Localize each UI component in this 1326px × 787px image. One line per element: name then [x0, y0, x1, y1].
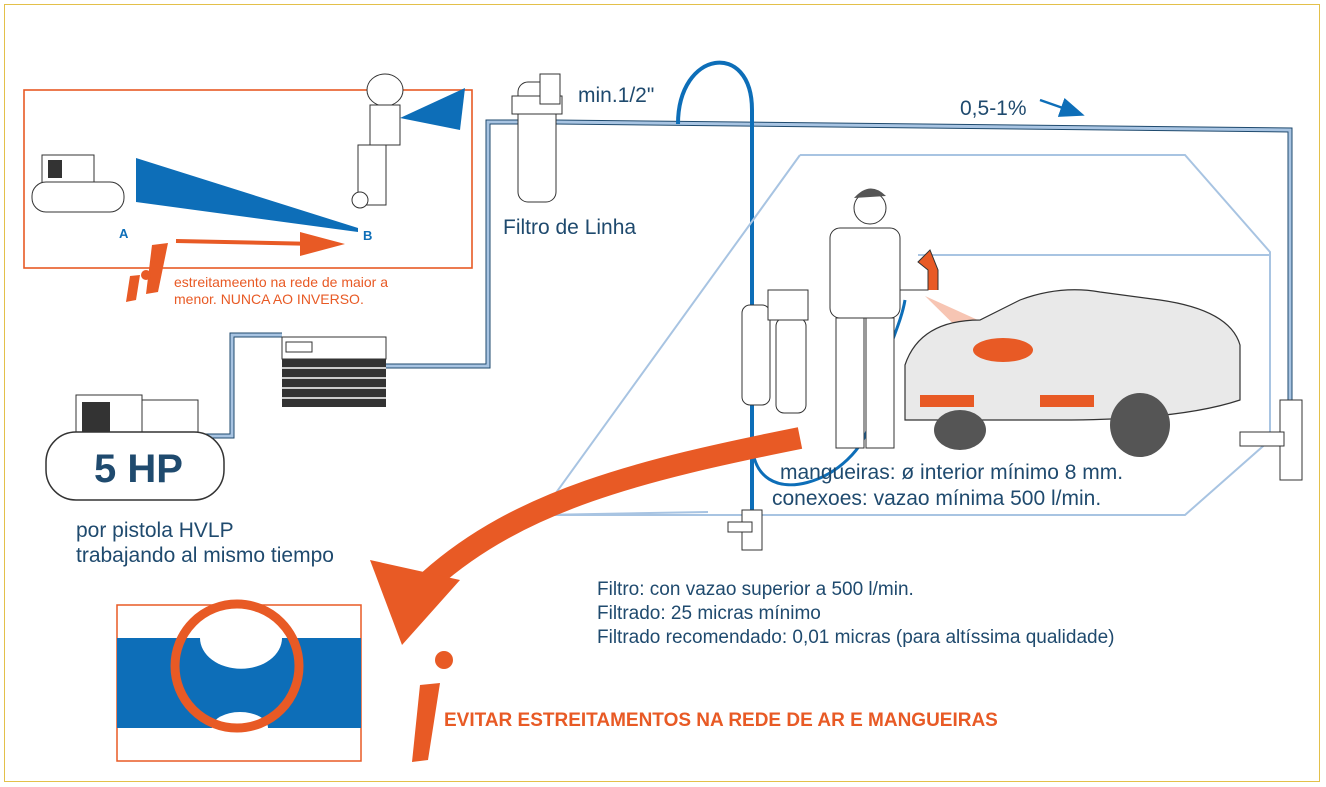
air-dryer-icon	[281, 336, 387, 407]
min-diameter-label: min.1/2"	[578, 84, 655, 107]
drain-valve-icon	[727, 509, 763, 551]
hoses-spec-line1: mangueiras: ø interior mínimo 8 mm.	[780, 461, 1124, 484]
car-icon	[904, 289, 1241, 457]
compressor-note-line1: por pistola HVLP	[76, 519, 234, 542]
point-a-label: A	[119, 226, 129, 241]
pipe-restriction-detail	[116, 599, 362, 762]
inset-box	[23, 89, 473, 269]
filter-spec-line2: Filtrado: 25 micras mínimo	[597, 603, 821, 624]
filter-spec-line1: Filtro: con vazao superior a 500 l/min.	[597, 579, 914, 600]
curved-arrow-head	[370, 560, 460, 645]
direction-arrow-head	[300, 232, 345, 256]
painter-icon	[829, 188, 939, 449]
air-filter-icon	[511, 73, 563, 203]
exclamation-warning-icon	[126, 243, 168, 302]
small-compressor-icon	[31, 154, 125, 213]
diagram-frame	[4, 4, 1320, 782]
direction-arrow-line	[175, 239, 319, 246]
drop-line-hose	[676, 60, 754, 520]
bottom-warning-text: EVITAR ESTREITAMENTOS NA REDE DE AR E MA…	[444, 710, 998, 731]
narrowing-cone	[136, 158, 358, 232]
filter-regulator-icon	[741, 289, 809, 414]
hoses-spec-line2: conexoes: vazao mínima 500 l/min.	[772, 487, 1102, 510]
compressor-icon	[45, 394, 225, 501]
inset-warning-line1: estreitameento na rede de maior a	[174, 274, 389, 290]
air-line-pipes	[196, 119, 1293, 439]
inset-warning-line2: menor. NUNCA AO INVERSO.	[174, 291, 364, 307]
slope-label: 0,5-1%	[960, 97, 1027, 120]
compressor-power-label: 5 HP	[94, 447, 183, 491]
slope-arrow	[1039, 97, 1085, 117]
line-filter-label: Filtro de Linha	[503, 216, 637, 239]
spray-gun-icon	[351, 73, 465, 209]
point-b-label: B	[363, 228, 373, 243]
filter-spec-line3: Filtrado recomendado: 0,01 micras (para …	[597, 627, 1115, 648]
drain-valve-right-icon	[1239, 399, 1303, 481]
exclamation-bottom-icon	[412, 651, 453, 762]
curved-arrow-body	[422, 427, 803, 589]
compressor-note-line2: trabajando al mismo tiempo	[76, 544, 334, 567]
